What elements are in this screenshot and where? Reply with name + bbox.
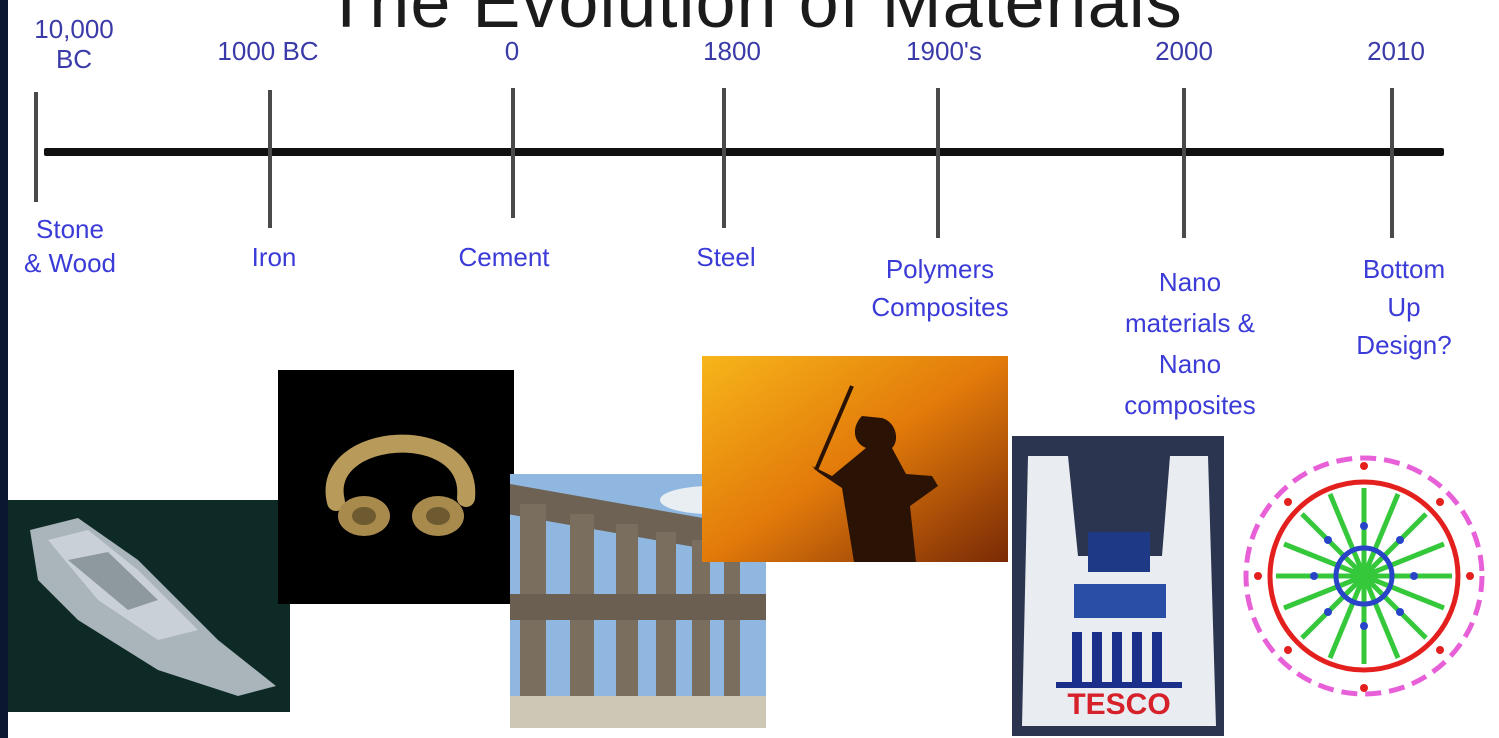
- timeline-axis: [44, 148, 1444, 156]
- date-label-cement: 0: [504, 36, 520, 66]
- tick-cement: [511, 88, 515, 218]
- material-label-bottom-up: Bottom Up Design?: [1356, 254, 1452, 360]
- tick-polymers: [936, 88, 940, 238]
- samurai-sword-image: [702, 356, 1008, 562]
- bag-brand-text: TESCO: [1067, 688, 1170, 721]
- date-label-bottom-up: 2010: [1367, 36, 1425, 66]
- stone-tool-image: [8, 500, 290, 712]
- date-label-stone: 10,000 BC: [34, 14, 114, 74]
- date-label-nano: 2000: [1155, 36, 1213, 66]
- timeline-slide: The Evolution of Materials 10,000 BC 100…: [8, 0, 1499, 738]
- tick-iron: [268, 90, 272, 228]
- material-label-stone: Stone & Wood: [23, 214, 117, 278]
- iron-torc-image: [278, 370, 514, 604]
- material-label-polymers: Polymers Composites: [871, 254, 1009, 322]
- tick-steel: [722, 88, 726, 228]
- molecular-design-image: [1228, 426, 1490, 722]
- date-label-iron: 1000 BC: [217, 36, 319, 66]
- date-label-polymers: 1900's: [906, 36, 982, 66]
- tick-stone: [34, 92, 38, 202]
- material-label-steel: Steel: [696, 242, 756, 272]
- tick-nano: [1182, 88, 1186, 238]
- material-label-nano: Nano materials & Nano composites: [1124, 267, 1256, 420]
- tick-bottom-up: [1390, 88, 1394, 238]
- slide-title: The Evolution of Materials: [324, 0, 1183, 43]
- date-label-steel: 1800: [703, 36, 761, 66]
- plastic-bag-image: TESCO: [1012, 436, 1224, 736]
- aqueduct-image: [510, 474, 766, 728]
- material-label-cement: Cement: [458, 242, 550, 272]
- material-label-iron: Iron: [251, 242, 297, 272]
